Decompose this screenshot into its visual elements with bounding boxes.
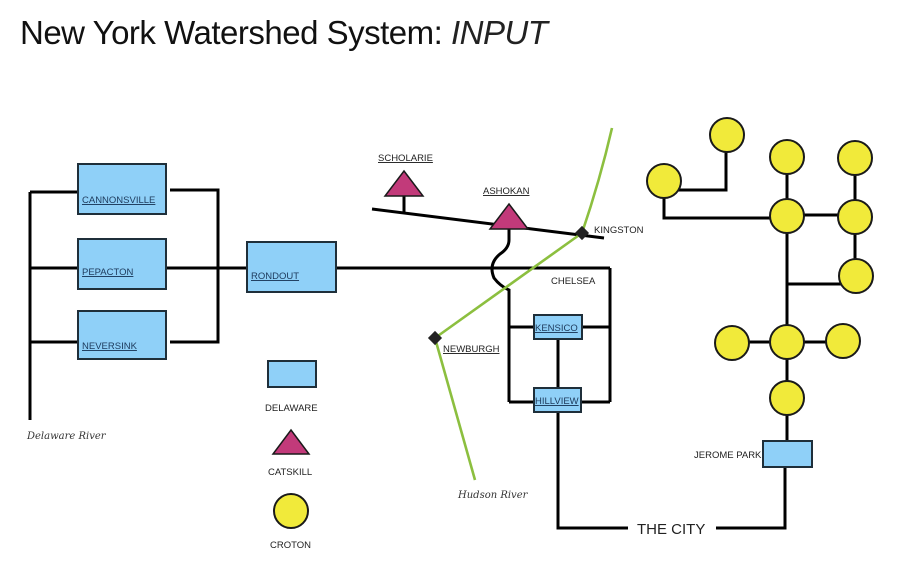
croton-reservoir-circle[interactable] [714,325,750,361]
hudson-river [433,127,614,481]
croton-reservoir-circle[interactable] [769,380,805,416]
page-title: New York Watershed System: INPUT [20,14,548,52]
label-cannonsville: CANNONSVILLE [82,195,155,206]
croton-reservoir-circle[interactable] [825,323,861,359]
legend-item-croton: CROTON [270,493,311,551]
rectangle-icon [267,360,317,388]
diamond-icon [427,330,443,346]
reservoir-hillview[interactable]: HILLVIEW [533,387,582,413]
label-chelsea: CHELSEA [551,276,596,287]
croton-reservoir-circle[interactable] [838,258,874,294]
legend-item-delaware: DELAWARE [265,360,318,414]
collector-line [170,188,220,344]
reservoir-rondout[interactable]: RONDOUT [246,241,337,293]
label-pepacton: PEPACTON [82,267,134,278]
place-kingston[interactable]: KINGSTON [574,225,644,241]
triangle-icon [488,202,530,230]
hudson-river-south [433,337,477,481]
croton-reservoir-circle[interactable] [769,324,805,360]
label-hillview: HILLVIEW [535,396,579,407]
croton-reservoirs [646,117,874,416]
place-newburgh[interactable]: NEWBURGH [427,330,500,355]
label-rondout: RONDOUT [251,271,299,282]
legend-label-croton: CROTON [270,540,311,551]
ashokan-aqueduct [490,228,511,402]
label-delaware-river: Delaware River [26,431,107,442]
croton-northwest [664,138,728,192]
reservoir-pepacton[interactable]: PEPACTON [77,238,167,290]
legend-item-catskill: CATSKILL [268,428,312,478]
title-emphasis: INPUT [450,14,548,51]
label-ashokan: ASHOKAN [483,186,530,197]
croton-reservoir-circle[interactable] [769,139,805,175]
catskill-line [371,207,605,240]
croton-reservoir-circle[interactable] [837,199,873,235]
jerome-city-line [716,468,787,530]
reservoir-ashokan[interactable]: ASHOKAN [483,186,530,230]
title-main: New York Watershed System: [20,14,443,51]
diamond-icon [574,225,590,241]
reservoir-scholarie[interactable]: SCHOLARIE [378,153,433,197]
hudson-river-north [580,127,614,234]
label-the-city: THE CITY [637,521,705,538]
reservoir-cannonsville[interactable]: CANNONSVILLE [77,163,167,215]
label-jerome-park: JEROME PARK [694,450,762,461]
reservoir-jerome-park[interactable]: JEROME PARK [694,440,813,468]
hudson-river-middle [434,231,583,340]
croton-reservoir-circle[interactable] [837,140,873,176]
croton-lines [662,138,857,530]
label-kensico: KENSICO [535,323,578,334]
delaware-aqueduct-lines [28,188,612,420]
triangle-icon [271,428,311,455]
catskill-aqueduct-lines [371,196,628,530]
reservoir-kensico[interactable]: KENSICO [533,314,583,340]
label-hudson-river: Hudson River [457,490,529,501]
croton-reservoir-circle[interactable] [769,198,805,234]
hillview-city-line [556,412,628,530]
label-scholarie: SCHOLARIE [378,153,433,164]
legend-label-catskill: CATSKILL [268,467,312,478]
legend-label-delaware: DELAWARE [265,403,318,414]
circle-icon [273,493,309,529]
reservoir-neversink[interactable]: NEVERSINK [77,310,167,360]
label-kingston: KINGSTON [594,225,644,236]
croton-reservoir-circle[interactable] [646,163,682,199]
label-newburgh: NEWBURGH [443,344,500,355]
label-neversink: NEVERSINK [82,341,138,352]
legend: DELAWARE CATSKILL CROTON [265,360,318,551]
croton-reservoir-circle[interactable] [709,117,745,153]
triangle-icon [383,169,425,197]
